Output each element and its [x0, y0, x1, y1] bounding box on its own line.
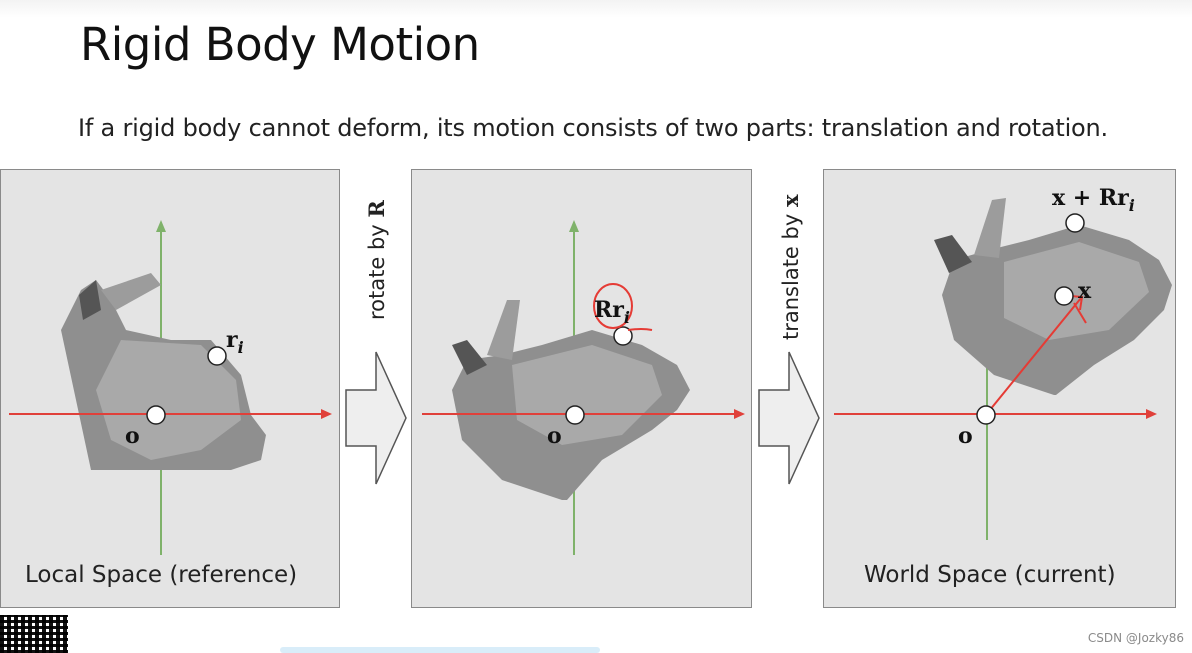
- caption-local-space: Local Space (reference): [25, 562, 298, 588]
- center-label: x: [1078, 278, 1092, 304]
- step-translate-arrow: [758, 351, 820, 485]
- slide-title: Rigid Body Motion: [80, 18, 480, 71]
- panel-world-space: o x x + Rri World Space (current): [823, 169, 1176, 608]
- point-Rri-label: Rri: [594, 297, 630, 327]
- bunny-shape: [452, 300, 690, 500]
- point-x-Rri: [1065, 213, 1085, 233]
- origin-label: o: [547, 423, 562, 449]
- annotation-underline: [627, 328, 653, 331]
- panel-rotated: o Rri: [411, 169, 752, 608]
- annotation-circle: [593, 283, 633, 329]
- step-rotate-label: rotate by R: [364, 200, 389, 320]
- watermark: CSDN @Jozky86: [1087, 631, 1184, 645]
- translation-vector: [984, 297, 1082, 417]
- bunny-shape: [934, 198, 1172, 395]
- origin-point: [976, 405, 996, 425]
- origin-label: o: [958, 423, 973, 449]
- point-Rri: [613, 326, 633, 346]
- center-point: [1054, 286, 1074, 306]
- vertical-axis-arrowhead: [156, 220, 166, 232]
- panel-local-drawing: o ri: [9, 220, 332, 555]
- panel-local-space: o ri Local Space (reference): [0, 169, 340, 608]
- origin-point: [565, 405, 585, 425]
- point-ri: [207, 346, 227, 366]
- translation-vector-head: [1070, 295, 1084, 311]
- decorative-streak: [280, 647, 600, 653]
- vertical-axis-arrowhead: [569, 220, 579, 232]
- top-bar: [0, 0, 1192, 18]
- bunny-shape: [61, 273, 266, 470]
- horizontal-axis-arrowhead: [321, 409, 332, 419]
- origin-point: [146, 405, 166, 425]
- slide-subtitle: If a rigid body cannot deform, its motio…: [78, 114, 1108, 142]
- step-rotate-arrow: [345, 351, 407, 485]
- point-ri-label: ri: [226, 327, 244, 357]
- panel-world-drawing: o x x + Rri: [834, 185, 1172, 540]
- panel-rotated-drawing: o Rri: [422, 220, 745, 555]
- qr-code-icon: [0, 615, 68, 653]
- horizontal-axis-arrowhead: [1146, 409, 1157, 419]
- annotation-stroke: [1073, 302, 1087, 324]
- point-x-Rri-label: x + Rri: [1052, 185, 1135, 215]
- origin-label: o: [125, 423, 140, 449]
- step-translate-label: translate by x: [778, 194, 803, 340]
- caption-world-space: World Space (current): [864, 562, 1116, 588]
- horizontal-axis-arrowhead: [734, 409, 745, 419]
